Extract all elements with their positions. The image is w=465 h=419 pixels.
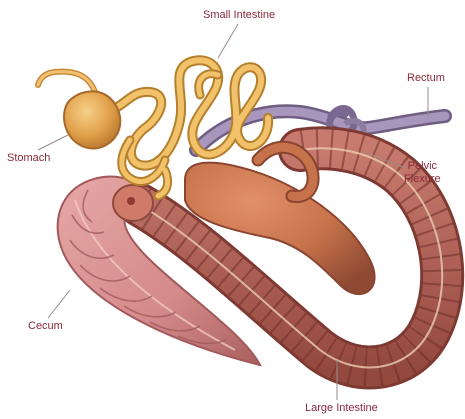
label-large-intestine: Large Intestine <box>305 402 378 415</box>
label-pelvic-line2: Flexure <box>404 173 441 186</box>
label-pelvic-line1: Pelvic <box>404 160 441 173</box>
label-small-intestine: Small Intestine <box>203 9 275 22</box>
stomach-shape <box>64 91 120 148</box>
label-stomach: Stomach <box>7 152 50 165</box>
label-pelvic-flexure: Pelvic Flexure <box>404 160 441 186</box>
label-cecum: Cecum <box>28 320 63 333</box>
cecum-head-shape <box>113 185 153 221</box>
label-rectum: Rectum <box>407 72 445 85</box>
leader-cecum <box>48 290 70 318</box>
leader-small-intestine <box>218 24 238 58</box>
leader-stomach <box>38 135 68 150</box>
